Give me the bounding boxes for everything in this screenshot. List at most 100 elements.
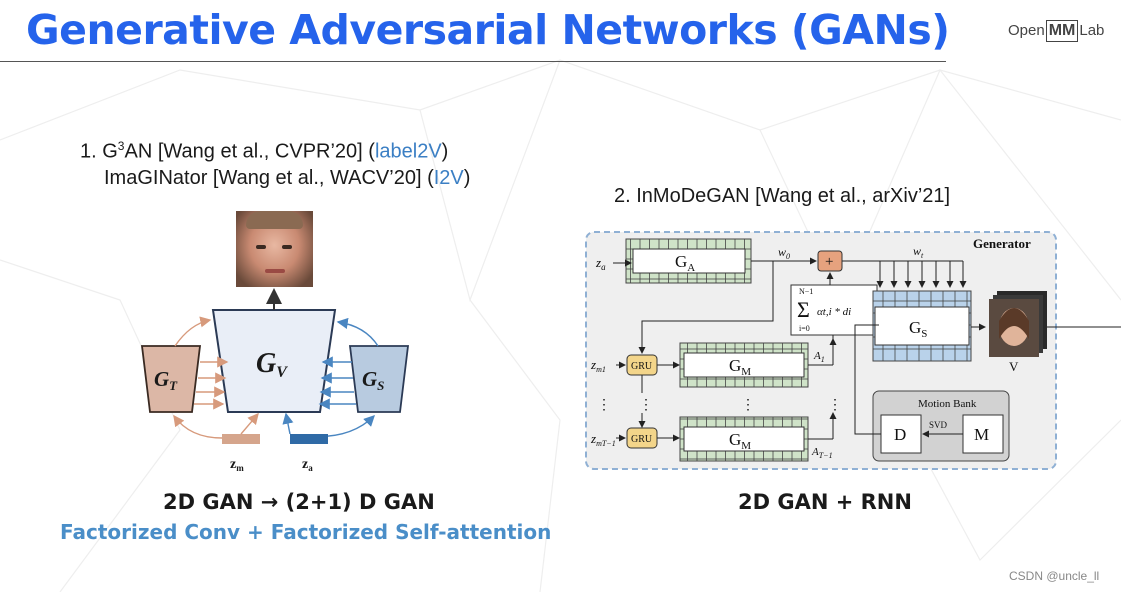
- svg-text:za: za: [302, 457, 313, 473]
- gru-2-label: GRU: [631, 434, 653, 445]
- ga-label: G: [675, 252, 687, 271]
- svg-text:A1: A1: [813, 350, 825, 364]
- ga-block: [632, 248, 746, 274]
- d-label: D: [894, 425, 906, 444]
- zm1-label: z: [590, 357, 596, 372]
- svg-text:AT−1: AT−1: [811, 446, 833, 460]
- motion-bank-label: Motion Bank: [918, 398, 977, 410]
- generator-label: Generator: [973, 236, 1031, 251]
- gru-1-label: GRU: [631, 361, 653, 372]
- zmt-label: z: [590, 431, 596, 446]
- g3an-prefix: 1. G: [80, 140, 118, 163]
- svg-text:GT: GT: [154, 367, 178, 393]
- gv-sub: V: [276, 364, 288, 381]
- sum-bottom: i=0: [799, 324, 810, 333]
- svd-label: SVD: [929, 420, 948, 430]
- w0-sub: 0: [786, 252, 790, 261]
- page-title: Generative Adversarial Networks (GANs): [26, 6, 950, 54]
- zmt-sub: mT−1: [596, 439, 616, 448]
- inmodegan-diagram: Generator GA za w0 + wt N−1 Σ i=0 αt,i *…: [585, 231, 1121, 470]
- svg-text:za: za: [595, 255, 606, 272]
- w0-label: w: [778, 245, 786, 259]
- csdn-watermark: CSDN @uncle_ll: [1009, 569, 1100, 583]
- wt-sub: t: [921, 251, 924, 260]
- svg-text:GS: GS: [362, 367, 384, 393]
- g3an-diagram: GT GV GS zm za: [140, 288, 410, 473]
- svg-text:zmT−1: zmT−1: [590, 431, 616, 448]
- zm-label: z: [230, 457, 236, 472]
- sum-expression: αt,i * di: [817, 306, 851, 318]
- svg-text:GM: GM: [729, 430, 751, 452]
- m-label: M: [974, 425, 989, 444]
- gs-right-sub: S: [921, 328, 927, 340]
- inmodegan-reference: 2. InMoDeGAN [Wang et al., arXiv’21]: [614, 185, 951, 207]
- sum-top: N−1: [799, 287, 813, 296]
- gs-label: G: [362, 367, 377, 391]
- generated-face-image: [236, 211, 313, 287]
- dots-3: ⋮: [741, 398, 755, 413]
- svg-text:GA: GA: [675, 252, 695, 274]
- svg-text:zm1: zm1: [590, 357, 606, 374]
- a1-sub: 1: [821, 355, 825, 364]
- sum-sigma: Σ: [797, 297, 810, 322]
- g3an-citation: AN [Wang et al., CVPR’20] (: [124, 140, 375, 163]
- logo-lab-text: Lab: [1079, 22, 1105, 39]
- dots-4: ⋮: [828, 398, 842, 413]
- za-label: z: [302, 457, 308, 472]
- logo-open-text: Open: [1008, 22, 1045, 39]
- plus-label: +: [825, 254, 833, 270]
- svg-text:GM: GM: [729, 356, 751, 378]
- video-label: V: [1009, 359, 1019, 374]
- gm-2-label: G: [729, 430, 741, 449]
- dots-2: ⋮: [639, 398, 653, 413]
- zm1-sub: m1: [596, 365, 606, 374]
- wt-label: w: [913, 244, 921, 258]
- gt-block: [140, 345, 202, 413]
- gm-2-block: [683, 426, 805, 452]
- g3an-reference: 1. G3AN [Wang et al., CVPR’20] (label2V): [80, 139, 448, 164]
- gm-1-sub: M: [741, 366, 751, 378]
- gs-sub: S: [377, 378, 384, 393]
- gs-block: [348, 345, 410, 413]
- zm-sub: m: [236, 463, 244, 473]
- gm-1-label: G: [729, 356, 741, 375]
- gm-1-block: [683, 352, 805, 378]
- left-caption: 2D GAN → (2+1) D GAN: [163, 490, 435, 514]
- svg-text:wt: wt: [913, 244, 924, 260]
- label2v-tag: label2V: [374, 140, 442, 163]
- m-block: [962, 414, 1004, 454]
- gm-2-sub: M: [741, 440, 751, 452]
- video-frames: [989, 291, 1047, 357]
- i2v-tag: I2V: [433, 167, 464, 189]
- at-sub: T−1: [819, 451, 833, 460]
- g3an-close: ): [441, 140, 449, 163]
- g3an-sup: 3: [117, 139, 125, 153]
- left-subcaption: Factorized Conv + Factorized Self-attent…: [60, 520, 552, 544]
- gs-right-label: G: [909, 318, 921, 337]
- imaginator-citation: ImaGINator [Wang et al., WACV’20] (: [104, 167, 434, 189]
- gt-label: G: [154, 367, 169, 391]
- svg-text:w0: w0: [778, 245, 790, 261]
- imaginator-reference: ImaGINator [Wang et al., WACV’20] (I2V): [104, 167, 470, 190]
- summation-box: [790, 284, 878, 336]
- zm-bar: [222, 434, 260, 444]
- svg-text:GS: GS: [909, 318, 927, 340]
- za-bar: [290, 434, 328, 444]
- gv-label: G: [256, 348, 276, 379]
- za-input-sub: a: [601, 262, 606, 272]
- imaginator-close: ): [463, 167, 471, 189]
- logo-mm-mark: MM: [1045, 20, 1079, 42]
- at-label: A: [811, 446, 819, 458]
- za-input-label: z: [595, 255, 601, 270]
- ga-sub: A: [687, 262, 695, 274]
- a1-label: A: [813, 350, 821, 362]
- za-sub: a: [308, 463, 313, 473]
- title-divider: [0, 61, 946, 62]
- gt-sub: T: [169, 378, 178, 393]
- dots-1: ⋮: [597, 398, 611, 413]
- right-caption: 2D GAN + RNN: [738, 490, 912, 514]
- svg-text:zm: zm: [230, 457, 244, 473]
- gs-block: [874, 306, 970, 346]
